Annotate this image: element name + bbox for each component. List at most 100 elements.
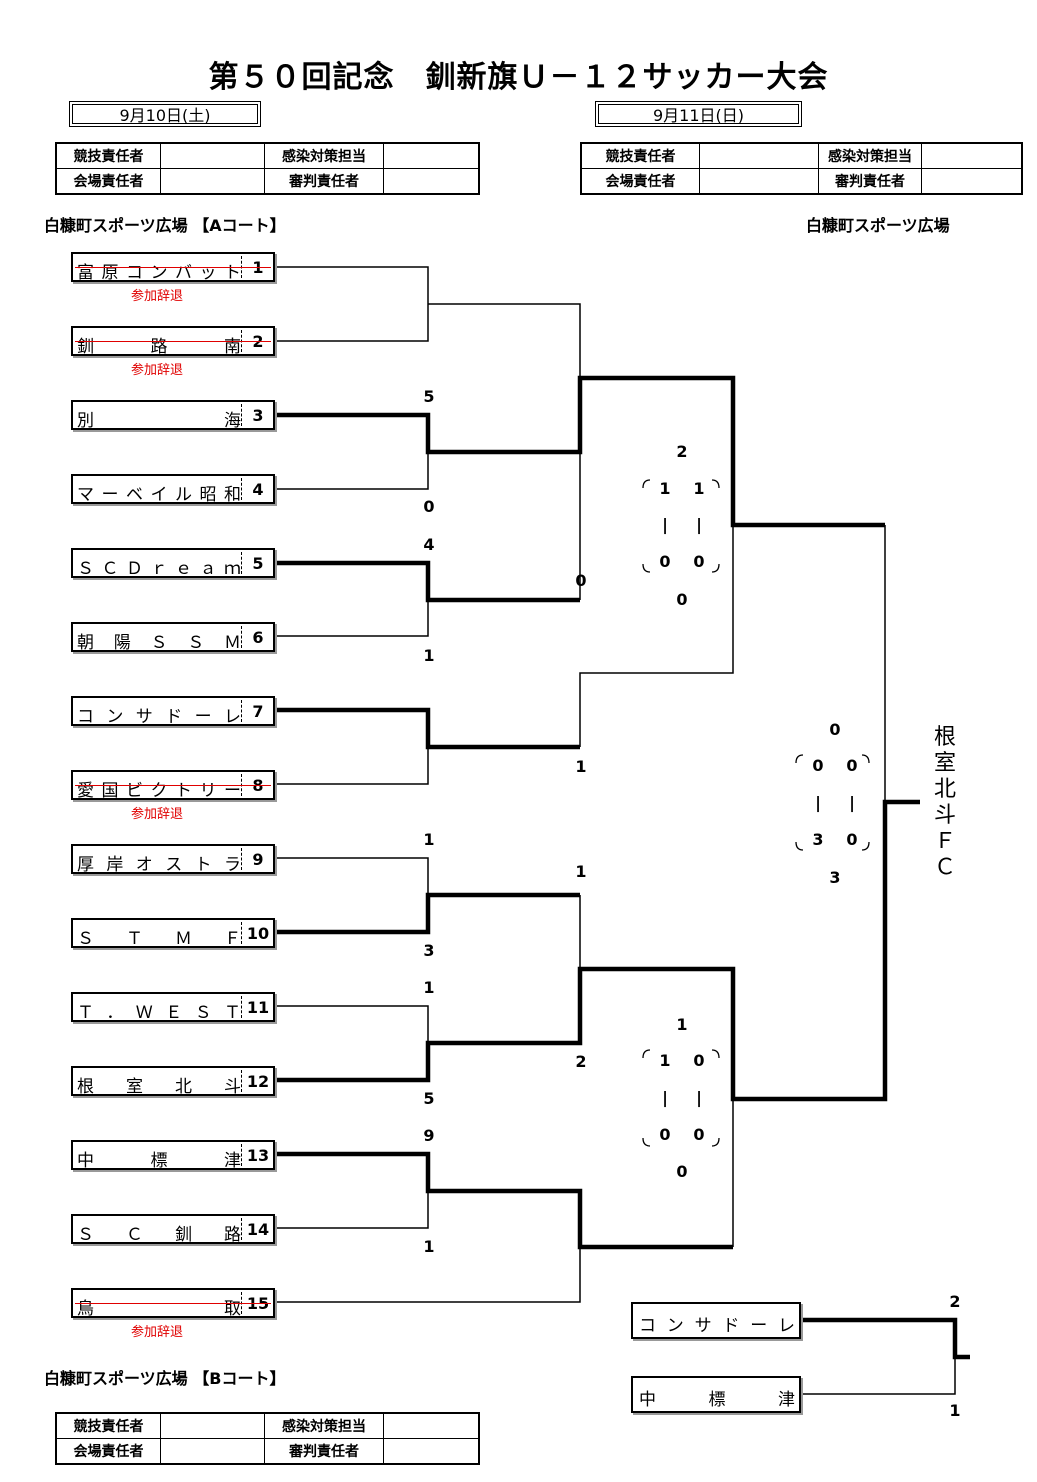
- withdrawn-note: 参加辞退: [130, 807, 183, 822]
- team-number: 6: [252, 628, 264, 647]
- venue-b-label: 白糠町スポーツ広場 【Bコート】: [44, 1369, 286, 1388]
- team-divider: [241, 626, 242, 648]
- score-sf2-h1a: 1: [659, 1051, 671, 1070]
- team-name: 愛国ビクトリー: [77, 781, 241, 801]
- score-sf2-h1b: 0: [693, 1051, 705, 1070]
- staff-value[interactable]: [383, 142, 480, 169]
- champion-char: 根: [933, 725, 956, 750]
- team-divider: [241, 404, 242, 426]
- third-place-team2: 中 標 津: [631, 1376, 801, 1413]
- venue-a-label: 白糠町スポーツ広場 【Aコート】: [44, 216, 286, 235]
- champion-char: 北: [933, 777, 956, 802]
- staff-value[interactable]: [160, 1438, 265, 1465]
- withdrawn-strike: [75, 267, 271, 268]
- team-box: ＳＣ釧路 14: [71, 1214, 275, 1245]
- team-divider: [241, 1070, 242, 1092]
- score-team11: 1: [423, 978, 435, 997]
- score-team5: 4: [423, 535, 435, 554]
- champion-char: 室: [933, 751, 956, 776]
- score-qf-d: 1: [575, 862, 587, 881]
- staff-value[interactable]: [383, 1438, 480, 1465]
- score-sf2-h2b: 0: [693, 1125, 705, 1144]
- team-number: 5: [252, 554, 264, 573]
- champion-label: 根 室 北 斗 Ｆ Ｃ: [930, 725, 960, 881]
- champion-char: 斗: [933, 803, 956, 828]
- score-team13: 9: [423, 1126, 435, 1145]
- score-final-dash-b: |: [849, 793, 855, 812]
- venue-day2-label: 白糠町スポーツ広場: [806, 216, 950, 235]
- score-sf2-top: 1: [676, 1015, 688, 1034]
- team-number: 14: [246, 1220, 270, 1239]
- team-number: 3: [252, 406, 264, 425]
- staff-value[interactable]: [383, 1412, 480, 1439]
- day2-date-box: 9月11日(日): [595, 101, 802, 127]
- team-divider: [241, 700, 242, 722]
- staff-label: 会場責任者: [55, 1438, 161, 1465]
- team-name: ＳＣ釧路: [77, 1225, 241, 1245]
- score-team4: 0: [423, 497, 435, 516]
- score-team12: 5: [423, 1089, 435, 1108]
- team-divider: [241, 1218, 242, 1240]
- staff-value[interactable]: [160, 168, 265, 195]
- team-name: 別 海: [77, 411, 241, 431]
- team-number: 9: [252, 850, 264, 869]
- withdrawn-note: 参加辞退: [130, 363, 183, 378]
- score-sf1-top: 2: [676, 442, 688, 461]
- score-team14: 1: [423, 1237, 435, 1256]
- staff-label: 会場責任者: [55, 168, 161, 195]
- champion-char: Ｆ: [933, 829, 956, 854]
- team-name: ＳＴＭＦ: [77, 929, 241, 949]
- team-name: 鳥 取: [77, 1299, 241, 1319]
- score-final-h2b: 0: [846, 830, 858, 849]
- staff-label: 競技責任者: [55, 1412, 161, 1439]
- team-divider: [241, 478, 242, 500]
- staff-label: 競技責任者: [55, 142, 161, 169]
- team-number: 13: [246, 1146, 270, 1165]
- withdrawn-strike: [75, 1303, 271, 1304]
- score-sf1-h1a: 1: [659, 479, 671, 498]
- score-final-h2a: 3: [812, 830, 824, 849]
- staff-value[interactable]: [699, 142, 819, 169]
- team-name: 富原コンバット: [77, 263, 241, 283]
- team-number: 4: [252, 480, 264, 499]
- team-name: 中 標 津: [77, 1151, 241, 1171]
- staff-label: 審判責任者: [264, 168, 384, 195]
- score-team3: 5: [423, 387, 435, 406]
- day2-staff-table: 競技責任者感染対策担当 会場責任者審判責任者: [580, 142, 1023, 195]
- staff-value[interactable]: [383, 168, 480, 195]
- withdrawn-note: 参加辞退: [130, 289, 183, 304]
- staff-value[interactable]: [921, 142, 1023, 169]
- score-qf-b: 0: [575, 571, 587, 590]
- team-number: 11: [246, 998, 270, 1017]
- staff-label: 感染対策担当: [818, 142, 922, 169]
- champion-char: Ｃ: [933, 855, 956, 880]
- team-box: 別 海 3: [71, 400, 275, 431]
- team-name: 釧 路 南: [77, 337, 241, 357]
- staff-value[interactable]: [160, 1412, 265, 1439]
- team-number: 7: [252, 702, 264, 721]
- withdrawn-note: 参加辞退: [130, 1325, 183, 1340]
- score-final-h1b: 0: [846, 756, 858, 775]
- score-sf2-dash-a: |: [662, 1088, 668, 1107]
- staff-value[interactable]: [699, 168, 819, 195]
- staff-label: 競技責任者: [580, 142, 700, 169]
- score-sf1-dash-b: |: [696, 515, 702, 534]
- score-sf1-h1b: 1: [693, 479, 705, 498]
- staff-value[interactable]: [921, 168, 1023, 195]
- score-final-top: 0: [829, 720, 841, 739]
- team-divider: [241, 996, 242, 1018]
- score-third-team1: 2: [949, 1292, 961, 1311]
- score-sf2-bottom: 0: [676, 1162, 688, 1181]
- team-name: 中 標 津: [639, 1390, 795, 1410]
- score-sf1-h2a: 0: [659, 552, 671, 571]
- team-divider: [241, 1144, 242, 1166]
- staff-label: 審判責任者: [818, 168, 922, 195]
